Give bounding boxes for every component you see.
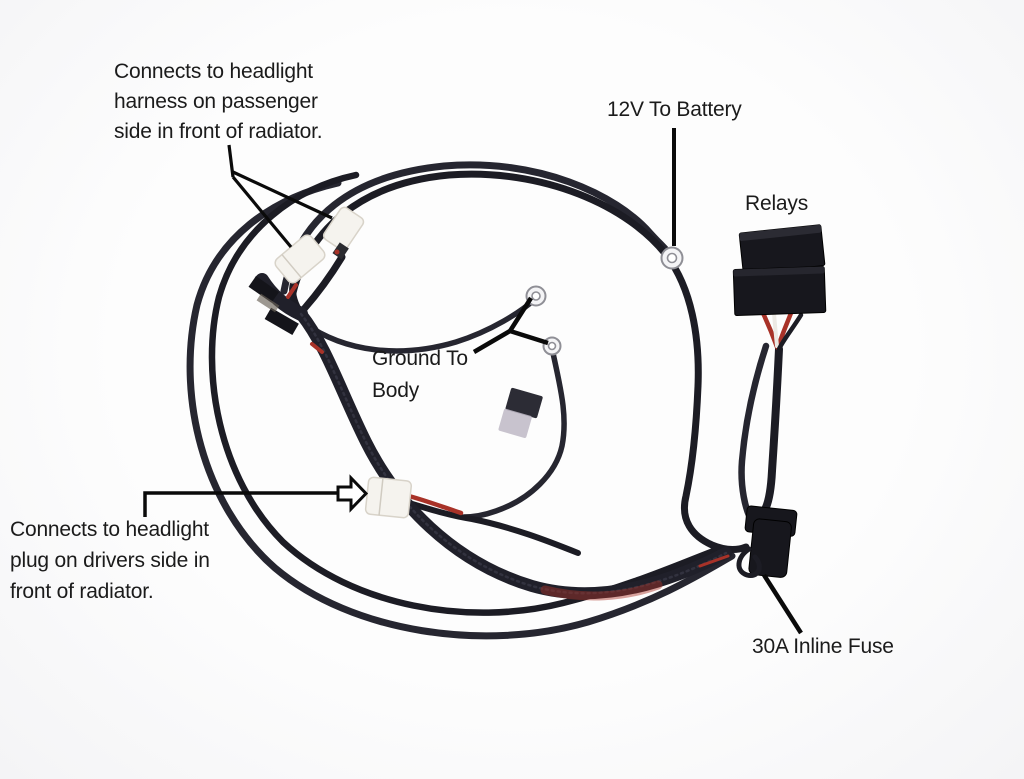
label-line: Body <box>372 379 420 402</box>
fuse-wire-loop <box>736 546 762 578</box>
label-line: Connects to headlight <box>10 518 209 541</box>
label-line: Ground To <box>372 347 468 370</box>
passenger-connector-b <box>322 206 365 260</box>
drivers-connector <box>364 476 413 519</box>
leader-fuse <box>762 573 803 635</box>
leader-drivers <box>143 491 339 517</box>
leader-ground-stem <box>472 329 512 354</box>
label-passenger-connector: Connects to headlight harness on passeng… <box>114 57 323 147</box>
block-arrow-icon <box>336 474 369 513</box>
ring-terminal-battery <box>660 246 684 270</box>
label-line: front of radiator. <box>10 580 154 603</box>
label-drivers-connector: Connects to headlight plug on drivers si… <box>10 514 210 607</box>
label-line: harness on passenger <box>114 90 318 113</box>
label-line: plug on drivers side in <box>10 549 210 572</box>
red-wire-details <box>286 283 730 568</box>
leader-passenger-1 <box>231 175 293 249</box>
label-battery: 12V To Battery <box>607 98 742 121</box>
junction-wrap <box>248 276 299 336</box>
harness-cables <box>186 161 783 640</box>
leader-ground-1 <box>508 296 533 333</box>
label-relays: Relays <box>745 192 808 215</box>
annotation-lines <box>143 128 803 635</box>
label-line: side in front of radiator. <box>114 120 323 143</box>
fuse-holder <box>736 505 798 578</box>
label-line: Connects to headlight <box>114 60 313 83</box>
leader-passenger-stem <box>227 144 235 178</box>
small-connector <box>498 387 543 438</box>
label-fuse: 30A Inline Fuse <box>752 635 894 658</box>
leader-ground-2 <box>509 328 549 346</box>
relay-block <box>732 224 827 316</box>
leader-passenger-2 <box>232 170 333 220</box>
relay-pigtail-wires <box>760 310 804 352</box>
label-ground: Ground To Body <box>372 343 468 407</box>
